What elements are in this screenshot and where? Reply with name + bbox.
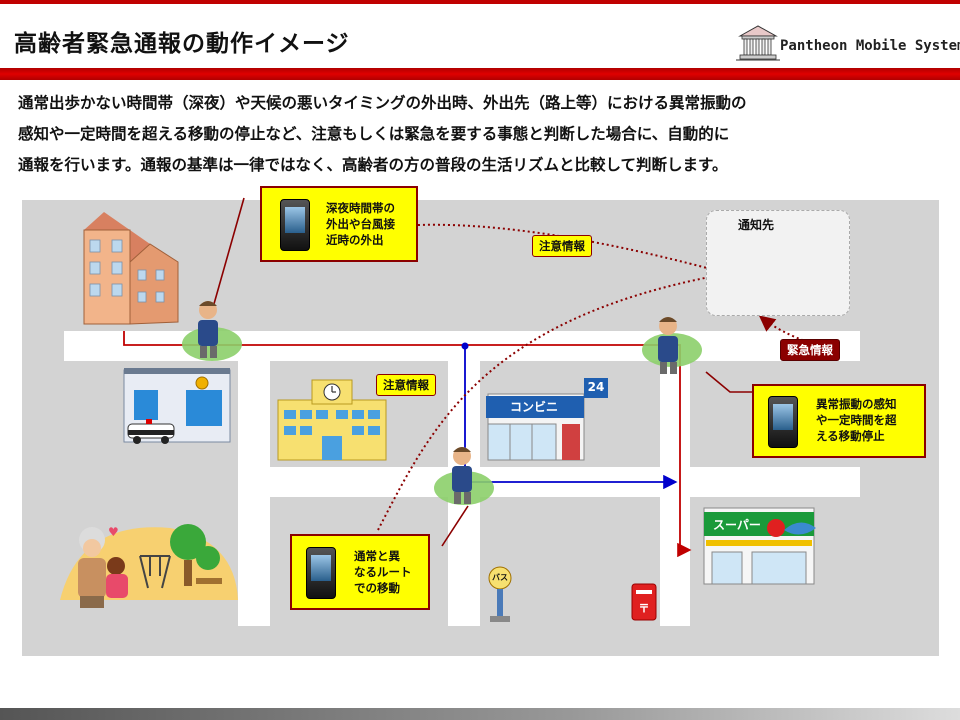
callout-leader-abnormal [705, 371, 752, 393]
post-box-icon: 〒 [631, 583, 657, 621]
notification-destination-box [706, 210, 850, 316]
callout-unusual-route: 通常と異 なるルート での移動 [290, 534, 430, 610]
supermarket-label: スーパー [713, 518, 761, 532]
description-line-3: 通報を行います。通報の基準は一律ではなく、高齢者の方の普段の生活リズムと比較して… [18, 156, 728, 174]
road-vertical-left [238, 361, 270, 626]
convenience-store-hours: 24 [587, 380, 605, 394]
mobile-phone-icon [768, 396, 798, 448]
fish-icon [784, 522, 816, 535]
company-logo: Pantheon Mobile Systems [736, 22, 960, 62]
caution-tag-top: 注意情報 [532, 235, 592, 257]
callout-night-line-2: 外出や台風接 [326, 217, 395, 231]
callout-abnormal-line-3: える移動停止 [816, 429, 885, 443]
apartment-building-icon [83, 212, 179, 325]
callout-leader-night [209, 197, 245, 319]
elderly-walker-icon-2 [642, 317, 702, 374]
description: 通常出歩かない時間帯（深夜）や天候の悪いタイミングの外出時、外出先（路上等）にお… [18, 88, 948, 181]
bus-stop-label: バス [492, 573, 508, 582]
top-accent-bar [0, 0, 960, 4]
caution-tag-middle: 注意情報 [376, 374, 436, 396]
page-title: 高齢者緊急通報の動作イメージ [14, 31, 350, 57]
callout-night-outing: 深夜時間帯の 外出や台風接 近時の外出 [260, 186, 418, 262]
callout-abnormal-line-1: 異常振動の感知 [816, 397, 897, 411]
callout-abnormal-line-2: や一定時間を超 [816, 413, 897, 427]
callout-route-line-1: 通常と異 [354, 549, 400, 563]
bench-icon [196, 578, 222, 584]
destination-label: 通知先 [738, 218, 775, 232]
callout-leader-route [441, 505, 469, 547]
school-icon [277, 379, 387, 461]
footer-bar [0, 708, 960, 720]
logo-text: Pantheon Mobile Systems [780, 38, 960, 54]
convenience-store-label: コンビニ [509, 400, 558, 414]
police-station-icon [123, 368, 231, 444]
header-divider [0, 68, 960, 80]
mobile-phone-icon [280, 199, 310, 251]
callout-night-line-1: 深夜時間帯の [326, 201, 395, 215]
description-line-1: 通常出歩かない時間帯（深夜）や天候の悪いタイミングの外出時、外出先（路上等）にお… [18, 94, 747, 112]
callout-night-line-3: 近時の外出 [326, 233, 384, 247]
convenience-store-icon [486, 378, 608, 461]
tree-icon [170, 524, 220, 586]
elderly-walker-icon-3 [434, 447, 494, 505]
svg-text:〒: 〒 [639, 602, 650, 615]
bus-stop-icon [488, 566, 512, 622]
callout-abnormal-vibration: 異常振動の感知 や一定時間を超 える移動停止 [752, 384, 926, 458]
svg-text:♥: ♥ [108, 525, 119, 539]
description-line-2: 感知や一定時間を超える移動の停止など、注意もしくは緊急を要する事態と判断した場合… [18, 125, 730, 143]
mobile-phone-icon [306, 547, 336, 599]
swing-icon [139, 555, 171, 589]
supermarket-icon [703, 507, 816, 585]
callout-route-line-2: なるルート [354, 565, 412, 579]
emergency-tag: 緊急情報 [780, 339, 840, 361]
elderly-walker-icon-1 [182, 301, 242, 361]
callout-route-line-3: での移動 [354, 581, 400, 595]
caution-arrow-middle [377, 269, 724, 531]
grandmother-and-child-icon: ♥ [78, 525, 128, 608]
apple-icon [767, 519, 785, 537]
